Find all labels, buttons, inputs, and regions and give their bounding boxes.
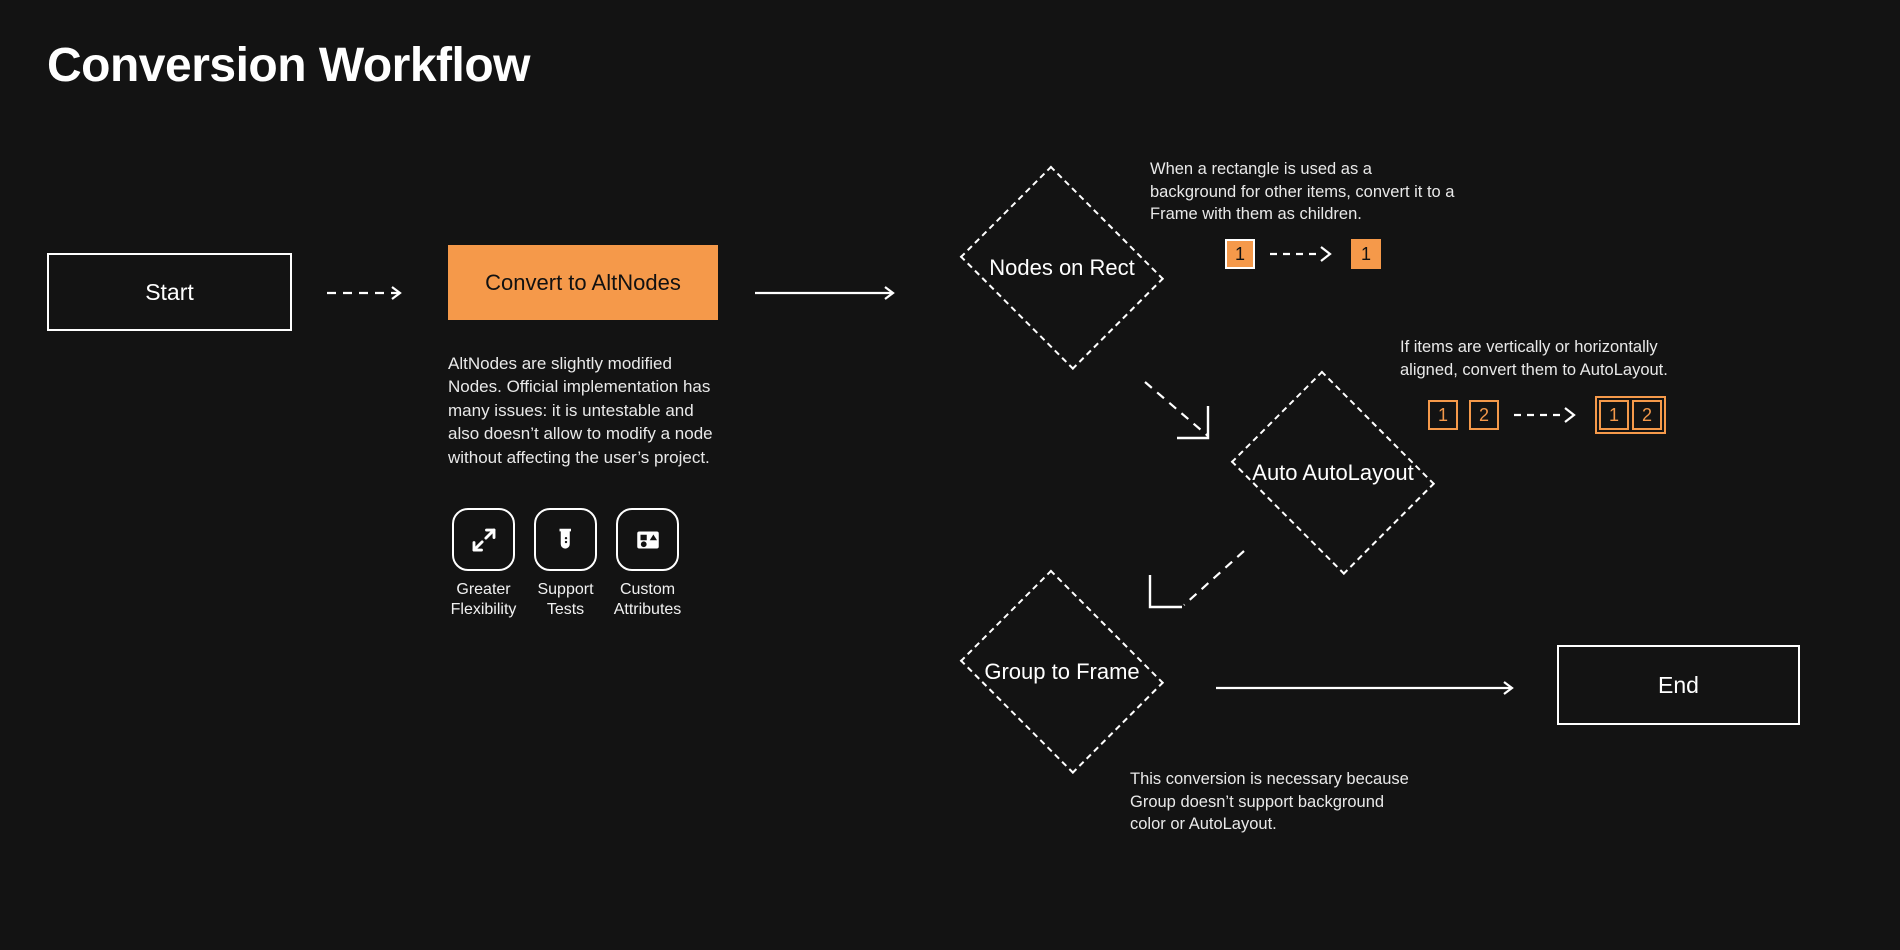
test-tube-icon [534,508,597,571]
shapes-icon [616,508,679,571]
altnodes-description: AltNodes are slightly modified Nodes. Of… [448,354,713,467]
annotation-nodes-on-rect: When a rectangle is used as a background… [1150,160,1455,224]
badge-item: 1 [1428,400,1458,430]
badge-arrow-icon [1514,407,1576,423]
annotation-auto-autolayout: If items are vertically or horizontally … [1400,338,1668,379]
node-end[interactable]: End [1557,645,1800,725]
node-group-to-frame[interactable]: Group to Frame [944,569,1180,775]
node-nodes-on-rect[interactable]: Nodes on Rect [944,165,1180,371]
expand-arrows-icon [452,508,515,571]
feature-support-tests[interactable]: Support Tests [534,508,597,621]
feature-label: Greater Flexibility [450,581,517,619]
node-convert-label: Convert to AltNodes [485,269,681,295]
node-end-label: End [1658,671,1699,698]
feature-greater-flexibility[interactable]: Greater Flexibility [450,508,517,621]
badge-item: 2 [1632,400,1662,430]
badge-group-after: 1 2 [1595,396,1666,434]
feature-label: Custom Attributes [613,581,682,619]
node-start-label: Start [145,278,194,305]
node-auto-autolayout-label: Auto AutoLayout [1252,460,1414,485]
feature-custom-attributes[interactable]: Custom Attributes [613,508,682,621]
annotation-group-to-frame: This conversion is necessary because Gro… [1130,770,1409,834]
badge-group-before: 1 [1225,239,1255,269]
badge-item: 1 [1351,239,1381,269]
badge-example-auto-autolayout: 1 2 1 2 [1428,396,1666,434]
feature-card-list: Greater Flexibility Support Tests [450,508,682,621]
badge-item: 1 [1225,239,1255,269]
badge-example-nodes-on-rect: 1 1 [1225,239,1381,269]
node-group-to-frame-label: Group to Frame [984,659,1140,684]
badge-group-after: 1 [1351,239,1381,269]
node-convert-to-altnodes[interactable]: Convert to AltNodes [448,245,718,320]
badge-item: 1 [1599,400,1629,430]
badge-group-before: 1 2 [1428,400,1499,430]
badge-arrow-icon [1270,246,1332,262]
feature-label: Support Tests [537,581,594,619]
badge-item: 2 [1469,400,1499,430]
connector-nodesonrect-to-autoautolayout [1144,381,1210,440]
page-title: Conversion Workflow [47,39,531,92]
node-auto-autolayout[interactable]: Auto AutoLayout [1215,370,1451,576]
node-start[interactable]: Start [47,253,292,331]
node-nodes-on-rect-label: Nodes on Rect [989,255,1135,280]
